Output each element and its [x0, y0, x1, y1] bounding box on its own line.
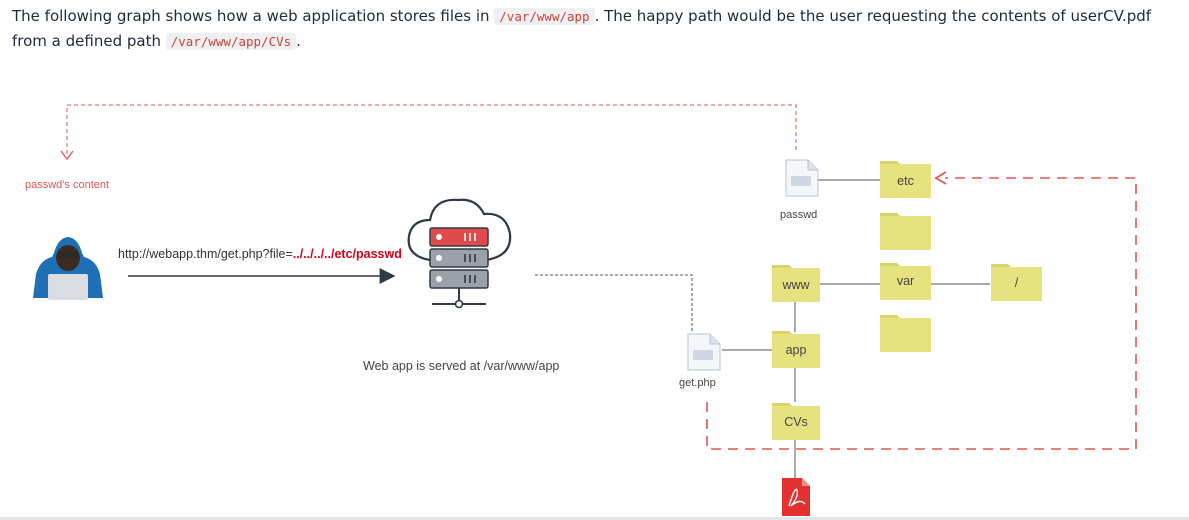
getphp-file-label: get.php: [679, 377, 716, 389]
folder-www-label: www: [781, 278, 810, 292]
return-arrowhead-icon: [60, 150, 74, 161]
request-url-label: http://webapp.thm/get.php?file=../../../…: [118, 247, 402, 261]
hacker-icon: [33, 237, 103, 300]
folder-unnamed-upper: [880, 213, 931, 250]
getphp-file-icon: [687, 333, 721, 371]
folder-etc: etc: [880, 161, 931, 198]
passwd-file-label: passwd: [780, 209, 817, 221]
folder-root-label: /: [1015, 276, 1019, 290]
folder-app-label: app: [786, 343, 807, 357]
intro-text-1: The following graph shows how a web appl…: [12, 7, 495, 25]
folder-root: /: [991, 264, 1042, 301]
intro-text-2: . The happy path would be the user reque…: [12, 7, 1152, 50]
folder-etc-label: etc: [897, 174, 914, 188]
path-traversal-diagram: passwd's content http://webapp.thm/get.p…: [25, 104, 1137, 516]
intro-text-3: .: [296, 32, 301, 50]
traversal-arrowhead-icon: [934, 171, 947, 185]
server-caption: Web app is served at /var/www/app: [363, 359, 559, 373]
pdf-icon: [782, 478, 810, 516]
intro-code-cvs-path: /var/www/app/CVs: [165, 33, 297, 50]
tree-connectors: [722, 179, 990, 478]
folder-www: www: [772, 265, 820, 302]
request-url-payload: ../../../../etc/passwd: [293, 247, 402, 261]
folder-unnamed-lower: [880, 315, 931, 352]
return-path-dashed-line: [66, 104, 797, 155]
request-url-prefix: http://webapp.thm/get.php?file=: [118, 247, 293, 261]
folder-var: var: [880, 263, 931, 300]
folder-cvs-label: CVs: [784, 415, 808, 429]
passwd-file-icon: [785, 159, 819, 197]
intro-paragraph: The following graph shows how a web appl…: [12, 4, 1182, 54]
folder-cvs: CVs: [772, 403, 820, 440]
server-to-getphp-dashed-line: [535, 274, 693, 332]
passwd-content-label: passwd's content: [25, 179, 109, 191]
intro-code-app-path: /var/www/app: [494, 8, 595, 25]
folder-var-label: var: [897, 274, 914, 288]
folder-app: app: [772, 331, 820, 368]
bottom-divider: [0, 517, 1189, 520]
traversal-path-dashed-line: [706, 177, 1137, 450]
cloud-server-icon: [407, 198, 512, 309]
